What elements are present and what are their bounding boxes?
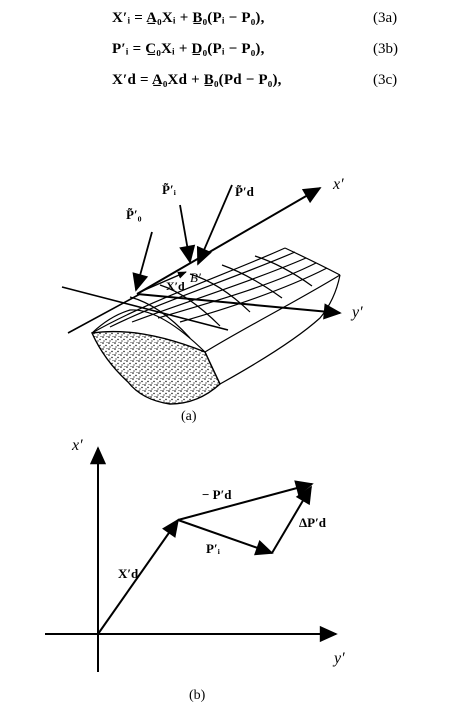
equation-text: X′ᵢ = A̲₀Xᵢ + B̲₀(Pᵢ − P₀), xyxy=(112,10,265,26)
ray-pi-arrow xyxy=(179,204,196,264)
label-y-prime-b: y′ xyxy=(332,650,345,667)
figure-b: x′ y′ X′d P′ᵢ − P′d ΔP′d (b) xyxy=(45,437,345,703)
equation-3c: X′d = A̲₀Xd + B̲₀(Pd − P₀), (3c) xyxy=(0,72,474,96)
label-y-prime-a: y′ xyxy=(350,304,363,321)
label-delta-pd-b: ΔP′d xyxy=(299,515,327,530)
xd-vector-b xyxy=(97,518,180,635)
label-pd-a: P̃′d xyxy=(235,184,255,199)
equation-text: P′ᵢ = C̲₀Xᵢ + D̲₀(Pᵢ − P₀), xyxy=(112,41,265,57)
label-xd-a: X′d xyxy=(166,279,185,293)
equation-3b: P′ᵢ = C̲₀Xᵢ + D̲₀(Pᵢ − P₀), (3b) xyxy=(0,41,474,65)
label-xd-b: X′d xyxy=(118,566,139,581)
label-x-prime-a: x′ xyxy=(332,176,344,193)
equation-number: (3b) xyxy=(373,41,398,57)
caption-a: (a) xyxy=(181,409,197,424)
y-prime-axis-a xyxy=(136,293,342,320)
label-pi-a: P̃′ᵢ xyxy=(162,182,177,197)
xd-vector-a xyxy=(139,271,187,293)
minus-pd-vector-b xyxy=(177,480,314,521)
label-minus-pd-b: − P′d xyxy=(202,487,232,502)
ray-p0-arrow xyxy=(132,231,153,292)
label-x-prime-b: x′ xyxy=(71,437,83,454)
surface-side-face xyxy=(90,330,221,405)
tangent-line-lower xyxy=(67,293,141,334)
equation-number: (3a) xyxy=(373,10,398,26)
ray-pd-arrow xyxy=(196,184,233,266)
caption-b: (b) xyxy=(189,688,206,703)
surface-grid xyxy=(91,247,341,385)
delta-pd-vector-b xyxy=(271,485,312,554)
equation-3a: X′ᵢ = A̲₀Xᵢ + B̲₀(Pᵢ − P₀), (3a) xyxy=(0,10,474,34)
x-prime-axis-a xyxy=(136,187,322,295)
label-p0-a: P̃′₀ xyxy=(126,207,142,222)
equation-number: (3c) xyxy=(373,72,398,88)
tangent-line-left xyxy=(61,286,229,331)
figure-a: x′ y′ P̃′₀ P̃′ᵢ P̃′d X′d B′ (a) xyxy=(61,176,363,424)
pi-vector-b xyxy=(177,519,274,556)
label-pi-b: P′ᵢ xyxy=(206,541,221,556)
equation-text: X′d = A̲₀Xd + B̲₀(Pd − P₀), xyxy=(112,72,282,88)
label-b-a: B′ xyxy=(190,270,201,285)
